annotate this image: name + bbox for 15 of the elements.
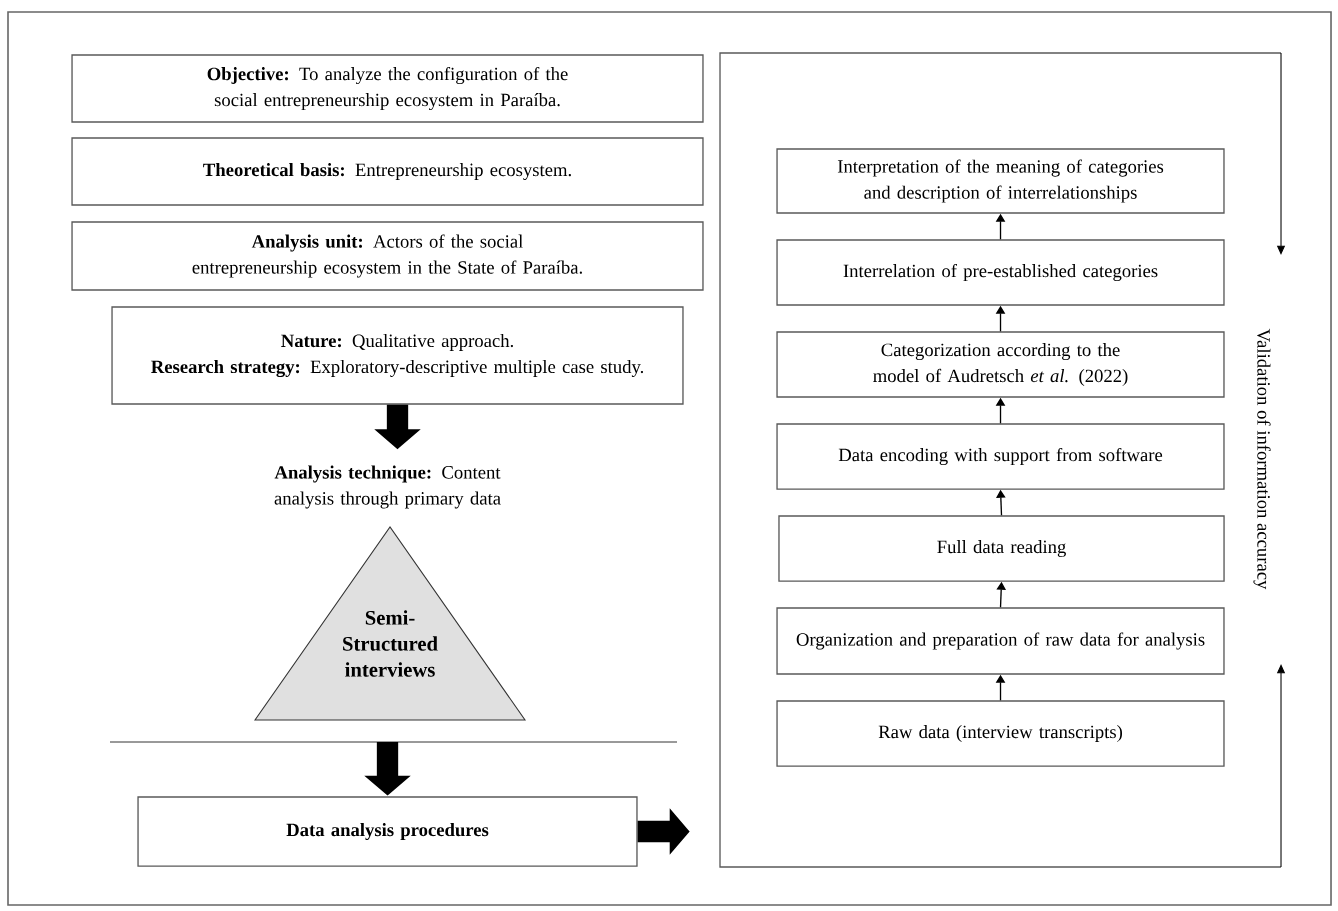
procedure-panel [719,52,1282,868]
heading-text: Analysis technique: Content analysis through primary data [274,465,501,509]
text-box: Interpretation of the meaning of categories and description of interrelationships [776,148,1225,214]
text-box: Nature: Qualitative approach. Research strategy: Exploratory-descriptive multiple case study. [111,306,684,405]
text-box: Analysis unit: Actors of the social entrepreneurship ecosystem in the State of Paraíba. [71,221,704,291]
text-box: Theoretical basis: Entrepreneurship ecosystem. [71,137,704,206]
text-box: Full data reading [778,515,1225,582]
text-box: Objective: To analyze the configuration of the social entrepreneurship ecosystem in Paraíba. [71,54,704,123]
text-box: Categorization according to the model of Audretsch et al. (2022) [776,331,1225,398]
text-box: Interrelation of pre-established categories [776,239,1225,306]
text-box: Organization and preparation of raw data for analysis [776,607,1225,675]
text-box: Raw data (interview transcripts) [776,700,1225,767]
side-label: Validation of information accuracy [1253,328,1271,590]
text-box: Data analysis procedures [137,796,638,867]
text-box: Data encoding with support from software [776,423,1225,490]
